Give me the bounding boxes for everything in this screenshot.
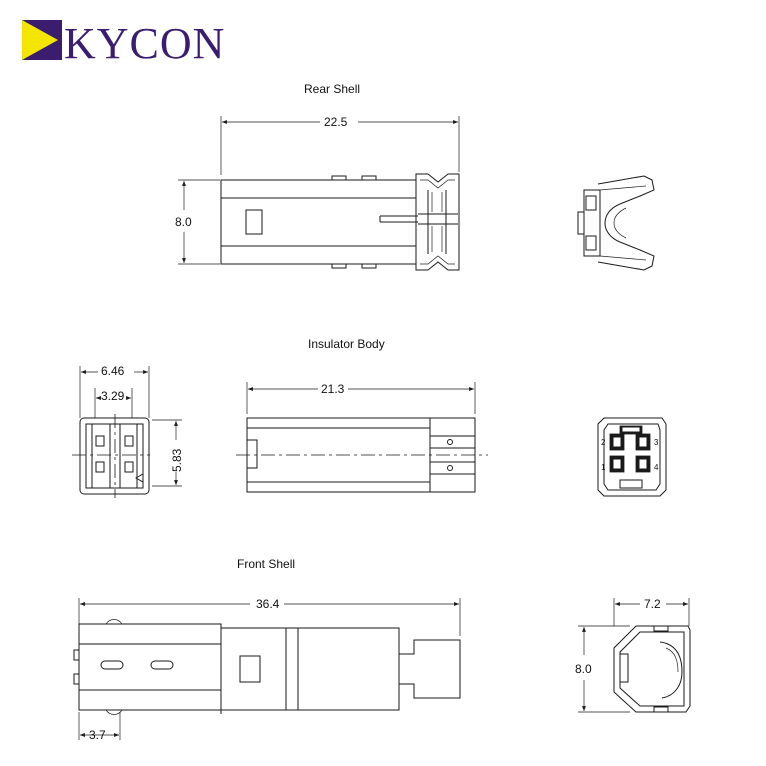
pin-label-1: 1 <box>601 463 606 472</box>
insulator-body-title: Insulator Body <box>308 337 385 351</box>
front-shell-offset-label: 3.7 <box>89 728 106 742</box>
front-shell-width-label: 7.2 <box>644 597 661 611</box>
insulator-height-label: 5.83 <box>170 448 184 472</box>
rear-shell-length-label: 22.5 <box>324 115 348 129</box>
pin-label-3: 3 <box>654 438 659 447</box>
front-shell-length-label: 36.4 <box>256 597 280 611</box>
pin-label-2: 2 <box>601 438 606 447</box>
insulator-face-view: 2 3 1 4 <box>597 417 667 497</box>
pin-label-4: 4 <box>654 463 659 472</box>
front-shell-view: Front Shell 36.4 3.7 <box>73 557 691 742</box>
rear-shell-view: Rear Shell 22.5 8.0 <box>175 82 655 271</box>
front-shell-end-view: 7.2 8.0 <box>575 597 691 713</box>
rear-shell-side-view <box>577 175 655 271</box>
front-shell-title: Front Shell <box>237 557 295 571</box>
insulator-width-outer-label: 6.46 <box>101 364 125 378</box>
insulator-width-inner-label: 3.29 <box>101 389 125 403</box>
rear-shell-title: Rear Shell <box>304 82 360 96</box>
insulator-length-label: 21.3 <box>321 382 345 396</box>
kycon-logo: KYCON <box>22 19 225 68</box>
logo-wordmark: KYCON <box>64 19 225 68</box>
front-shell-height-label: 8.0 <box>575 662 592 676</box>
insulator-body-view: Insulator Body 6.46 3.29 5.83 <box>72 337 667 498</box>
rear-shell-height-label: 8.0 <box>175 215 192 229</box>
logo-triangle-icon <box>22 20 58 60</box>
